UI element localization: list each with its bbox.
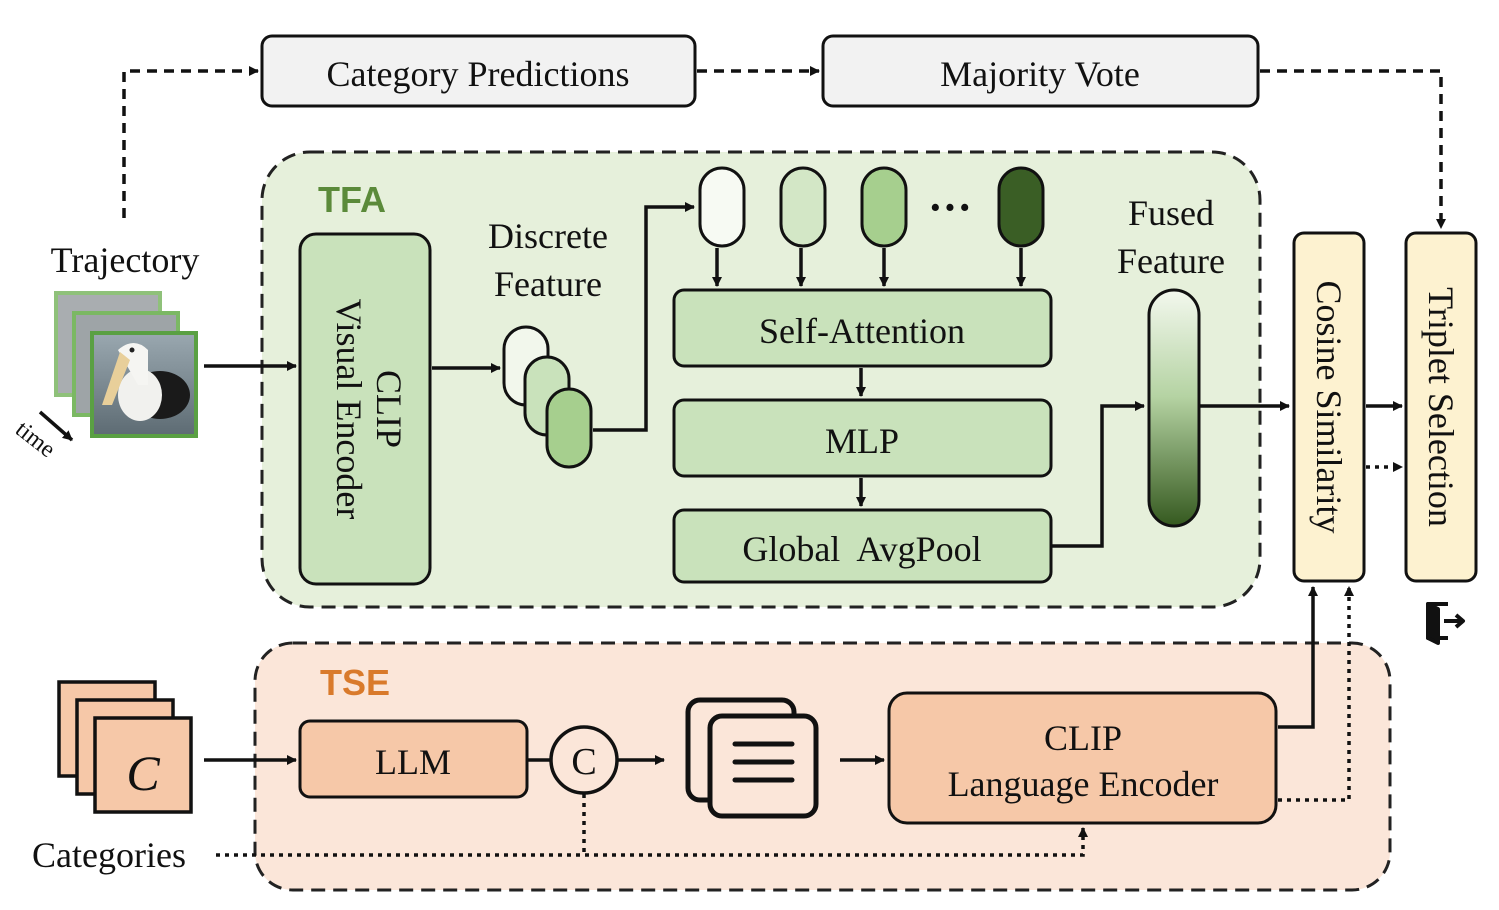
category-card-stack — [57, 680, 193, 814]
global-avgpool-label: Global AvgPool — [742, 529, 981, 569]
tse-title: TSE — [320, 662, 390, 703]
llm-box — [298, 719, 529, 799]
fused-feature-line1: Fused — [1128, 193, 1214, 233]
input-token-3 — [860, 166, 908, 248]
clip-language-encoder-box — [887, 691, 1278, 825]
cosine-similarity-label: Cosine Similarity — [1309, 280, 1349, 533]
discrete-feature-line2: Feature — [494, 264, 602, 304]
clip-visual-encoder-line1: CLIP — [369, 370, 409, 448]
majority-vote-box — [821, 34, 1260, 108]
mlp-label: MLP — [825, 421, 899, 461]
clip-visual-encoder-box — [298, 232, 432, 586]
time-arrow-icon — [38, 410, 74, 442]
tfa-region — [260, 150, 1262, 609]
self-attention-label: Self-Attention — [759, 311, 965, 351]
pool-to-fused-arrow — [1052, 401, 1145, 548]
tfa-title: TFA — [318, 179, 386, 220]
concat-symbol: C — [571, 741, 596, 783]
input-token-n — [997, 166, 1045, 248]
clip-language-encoder-line1: CLIP — [1044, 718, 1122, 758]
cosine-similarity-box — [1292, 231, 1366, 583]
llm-label: LLM — [375, 742, 451, 782]
category-predictions-box — [260, 34, 697, 108]
triplet-selection-label: Triplet Selection — [1421, 287, 1461, 527]
vote-to-triplet-arrow — [1260, 69, 1446, 229]
discrete-feature-line1: Discrete — [488, 216, 608, 256]
discrete-token-3 — [545, 387, 593, 469]
fused-feature-line2: Feature — [1117, 241, 1225, 281]
global-avgpool-box — [672, 508, 1053, 584]
fused-feature-bar — [1147, 288, 1201, 528]
document-stack-icon — [685, 697, 819, 819]
token-ellipsis: ··· — [928, 183, 972, 232]
majority-vote-label: Majority Vote — [940, 54, 1140, 94]
categories-to-language-dotted-arrow — [216, 827, 1088, 857]
input-token-2 — [779, 166, 827, 248]
attention-input-tokens — [698, 166, 1045, 248]
self-attention-box — [672, 288, 1053, 368]
clip-visual-encoder-line2: Visual Encoder — [329, 299, 369, 520]
trajectory-label: Trajectory — [51, 240, 200, 280]
pelican-image-stack-icon — [54, 291, 198, 438]
categories-label: Categories — [32, 835, 186, 875]
discrete-to-tokens-arrow — [593, 202, 695, 432]
triplet-selection-box — [1404, 231, 1478, 583]
input-token-1 — [698, 166, 746, 248]
discrete-feature-tokens — [502, 325, 593, 469]
concat-circle — [549, 725, 619, 795]
exit-icon — [1426, 602, 1465, 645]
language-to-cosine-arrow — [1278, 586, 1318, 729]
trajectory-to-predictions-arrow — [122, 66, 259, 218]
category-symbol: C — [126, 745, 160, 801]
mlp-box — [672, 398, 1053, 478]
clip-language-encoder-line2: Language Encoder — [948, 764, 1219, 804]
category-predictions-label: Category Predictions — [327, 54, 630, 94]
